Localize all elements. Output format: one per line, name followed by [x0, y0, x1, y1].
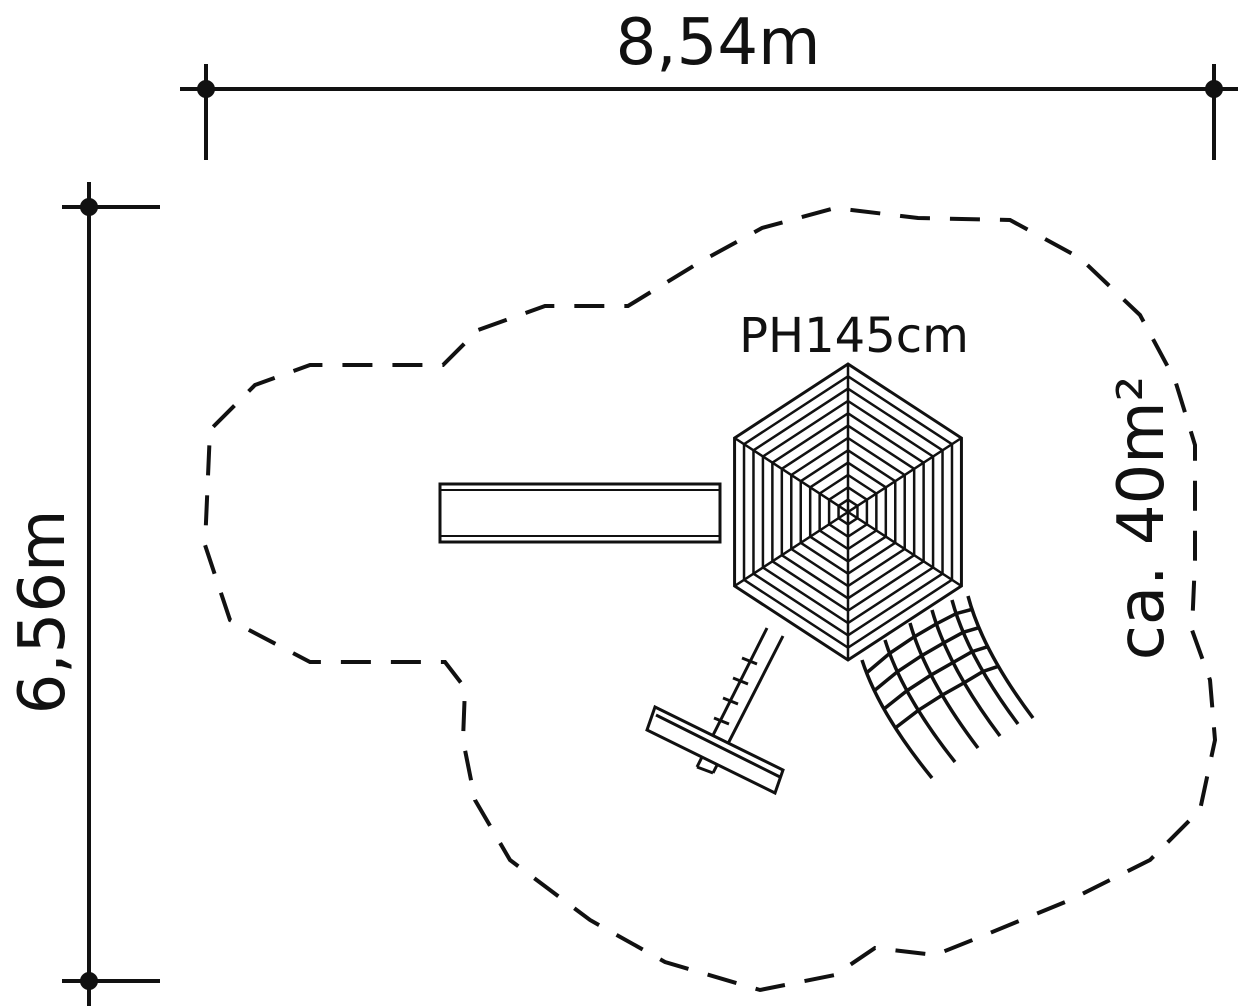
net-cross-strand — [865, 607, 973, 675]
width-dimension — [180, 64, 1238, 160]
safety-area-outline — [202, 205, 1218, 993]
width-label: 8,54m — [616, 6, 821, 80]
roof-rib — [733, 510, 849, 588]
area-label: ca. 40m² — [1105, 376, 1179, 661]
roof-rib — [847, 510, 963, 588]
height-dimension — [62, 182, 160, 1006]
net-cross-strand — [894, 664, 999, 730]
roof-rib — [733, 436, 849, 514]
net-cross-strand — [873, 626, 980, 692]
net-cross-strand — [882, 645, 989, 711]
net-strand — [860, 659, 934, 780]
roof-rib — [847, 436, 963, 514]
net-strand — [930, 609, 1002, 738]
hexagonal-roof — [733, 362, 963, 662]
net-strand — [950, 599, 1020, 726]
balance-beam — [645, 704, 785, 796]
height-label: 6,56m — [6, 510, 80, 715]
slide — [438, 482, 722, 544]
platform-height-label: PH145cm — [739, 308, 969, 364]
climbing-net — [860, 595, 1035, 780]
